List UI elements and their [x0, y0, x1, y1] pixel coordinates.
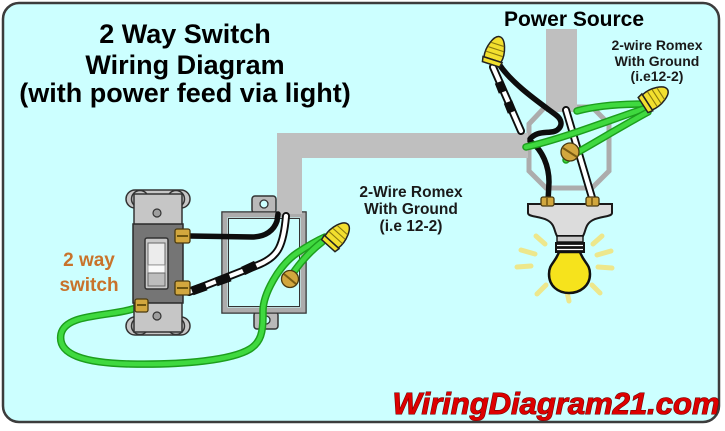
power-source-cable	[546, 29, 577, 112]
wire-nut-icon	[320, 222, 351, 253]
ceiling-side-wires	[489, 61, 652, 205]
ground-wire-loop	[58, 234, 328, 367]
ground-wire-to-power	[574, 101, 648, 114]
black-power-hot-wire	[496, 61, 564, 142]
black-hot-wire-switch	[187, 211, 281, 240]
screw-slot	[562, 147, 578, 158]
toggle-lever-edge	[147, 264, 166, 274]
white-marked-hot-wire	[490, 64, 524, 134]
ground-wire-to-switch	[523, 105, 649, 150]
light-fixture	[514, 196, 615, 304]
light-bulb-icon	[547, 250, 592, 295]
romex-label-right: 2-wire Romex With Ground (i.e12-2)	[611, 37, 702, 84]
watermark-text: WiringDiagram21.com	[392, 386, 719, 421]
switch-label-line-2: switch	[59, 275, 118, 296]
box-mount-hole-top	[259, 199, 269, 209]
romex-label-middle: 2-Wire Romex With Ground (i.e 12-2)	[359, 184, 463, 235]
switch-side-wires	[56, 211, 329, 368]
toggle-switch	[125, 189, 191, 336]
bulb-threads	[555, 242, 585, 253]
title-line-1: 2 Way Switch	[99, 19, 271, 49]
romex-right-line-3: (i.e12-2)	[631, 68, 684, 84]
toggle-lever	[147, 242, 166, 266]
strap-screw-hole	[152, 208, 162, 218]
black-marker-band	[241, 260, 258, 276]
power-source-label: Power Source	[504, 8, 644, 31]
title-line-3: (with power feed via light)	[19, 78, 351, 108]
toggle-lever-base	[147, 272, 166, 287]
black-marker-band	[494, 80, 508, 94]
diagram-title: 2 Way Switch Wiring Diagram (with power …	[19, 19, 351, 108]
screw-slot	[283, 273, 297, 285]
romex-right-line-2: With Ground	[615, 53, 700, 69]
black-marker-band	[214, 272, 232, 287]
two-way-switch-label: 2 way switch	[59, 250, 118, 296]
strap-screw-hole	[152, 311, 162, 321]
wire-nut-icon	[481, 35, 506, 69]
romex-middle-line-3: (i.e 12-2)	[380, 218, 443, 235]
switch-to-light-cable	[277, 133, 528, 214]
switch-label-line-1: 2 way	[63, 250, 115, 271]
romex-middle-line-1: 2-Wire Romex	[359, 184, 463, 201]
bulb-socket	[556, 235, 584, 243]
black-marker-band	[190, 281, 208, 296]
romex-right-line-1: 2-wire Romex	[611, 37, 702, 53]
light-ray-icon	[514, 233, 615, 304]
black-marker-band	[503, 100, 517, 114]
title-line-2: Wiring Diagram	[85, 50, 284, 80]
wire-nut-icon	[637, 86, 669, 114]
white-marked-hot-wire-switch	[186, 213, 289, 295]
romex-middle-line-2: With Ground	[364, 201, 458, 218]
